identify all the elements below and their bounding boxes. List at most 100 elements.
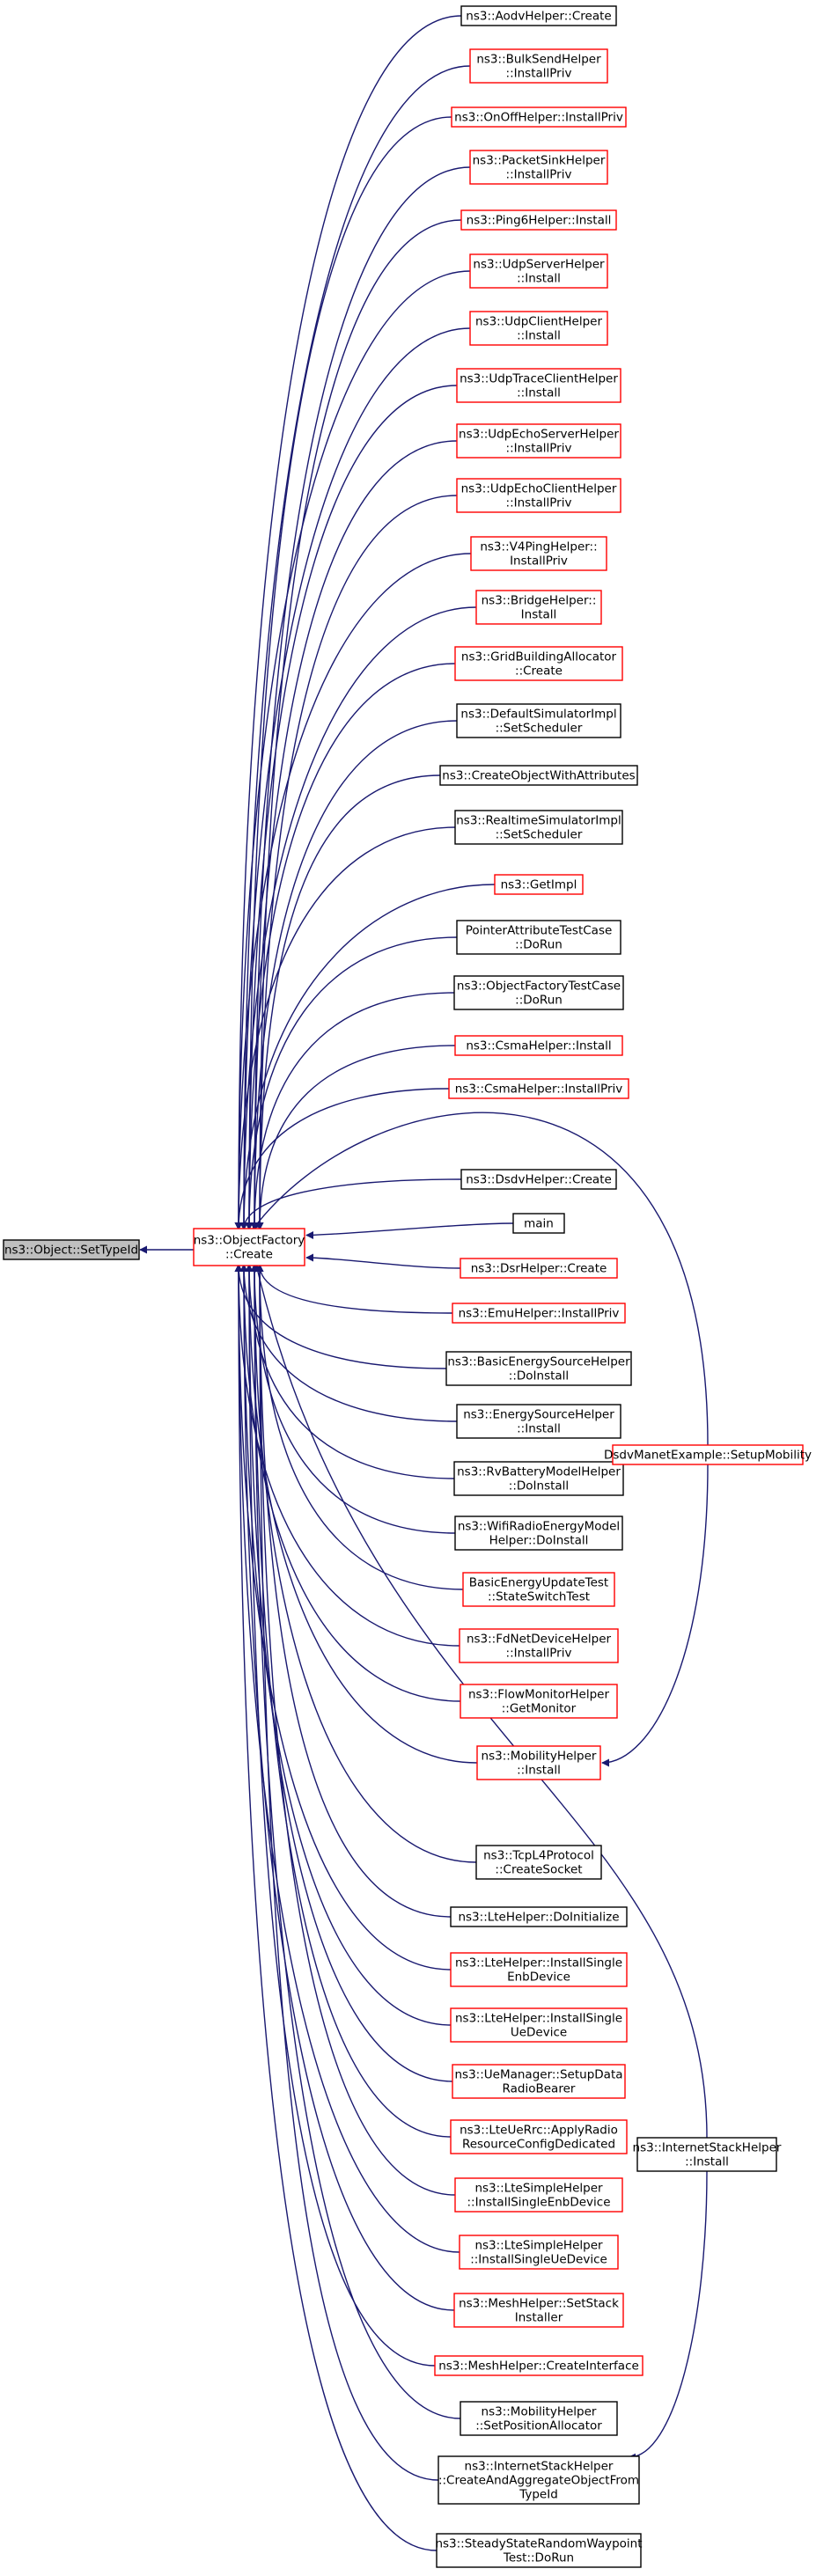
- node-tcpl4protocol-createsocket[interactable]: ns3::TcpL4Protocol::CreateSocket: [475, 1845, 602, 1880]
- node-box: [452, 2064, 626, 2099]
- edge-defaultsimulatorimpl-setscheduler-to-create: [250, 720, 458, 1230]
- node-label: ::DoRun: [515, 938, 563, 952]
- node-box: [456, 1404, 621, 1439]
- node-box: [469, 150, 608, 185]
- edge-bridgehelper-install-to-create: [239, 606, 477, 1230]
- node-box: [450, 2007, 628, 2043]
- node-rvbatterymodelhelper-doinstall[interactable]: ns3::RvBatteryModelHelper::DoInstall: [453, 1461, 624, 1496]
- node-pointerattributetestcase-dorun[interactable]: PointerAttributeTestCase::DoRun: [456, 920, 621, 955]
- node-box: [454, 1035, 623, 1056]
- edge-gridbuildingallocator-create-to-create: [245, 663, 456, 1230]
- node-objectfactorytestcase-dorun[interactable]: ns3::ObjectFactoryTestCase::DoRun: [453, 975, 624, 1010]
- node-wifiradioenergymodelhelper-doinstall[interactable]: ns3::WifiRadioEnergyModelHelper::DoInsta…: [454, 1516, 623, 1551]
- node-label: ::GetMonitor: [502, 1702, 577, 1716]
- node-box: [436, 2533, 642, 2568]
- node-label: ns3::Ping6Helper::Install: [467, 214, 612, 228]
- edge-ltesimplehelper-installsingleuedevice-to-create: [234, 1264, 460, 2253]
- node-label: EnbDevice: [507, 1971, 570, 1985]
- node-aodvhelper-create[interactable]: ns3::AodvHelper::Create: [460, 5, 617, 26]
- node-mobilityhelper-install[interactable]: ns3::MobilityHelper::Install: [476, 1745, 601, 1780]
- node-udptraceclienthelper-install[interactable]: ns3::UdpTraceClientHelper::Install: [456, 368, 621, 403]
- edge-tcpl4protocol-createsocket-to-create: [250, 1264, 477, 1863]
- node-fdnetdevicehelper-installpriv[interactable]: ns3::FdNetDeviceHelper::InstallPriv: [459, 1628, 619, 1663]
- node-ping6helper-install[interactable]: ns3::Ping6Helper::Install: [460, 209, 617, 231]
- edge-packetsinkhelper-installpriv-to-create: [250, 166, 471, 1230]
- node-realtimesimulatorimpl-setscheduler[interactable]: ns3::RealtimeSimulatorImpl::SetScheduler: [454, 810, 623, 845]
- node-csmahelper-installpriv[interactable]: ns3::CsmaHelper::InstallPriv: [448, 1078, 629, 1099]
- node-label: UeDevice: [511, 2026, 567, 2040]
- node-label: ns3::GetImpl: [501, 878, 577, 892]
- node-label: ns3::DsdvHelper::Create: [466, 1173, 612, 1187]
- node-packetsinkhelper-installpriv[interactable]: ns3::PacketSinkHelper::InstallPriv: [469, 150, 608, 185]
- node-ltesimplehelper-installsingleuedevice[interactable]: ns3::LteSimpleHelper::InstallSingleUeDev…: [459, 2235, 619, 2270]
- node-label: PointerAttributeTestCase: [466, 924, 613, 938]
- node-settypeid[interactable]: ns3::Object::SetTypeId: [3, 1239, 140, 1260]
- node-label: ns3::LteUeRrc::ApplyRadio: [460, 2124, 618, 2138]
- node-label: ::InstallPriv: [506, 496, 572, 510]
- node-ltehelper-installsingleenbdevice[interactable]: ns3::LteHelper::InstallSingleEnbDevice: [450, 1952, 628, 1987]
- node-box: [193, 1228, 305, 1266]
- edge-objectfactorytestcase-dorun-to-create: [250, 992, 455, 1230]
- node-dsdvmanetexample-setupmobility[interactable]: DsdvManetExample::SetupMobility: [604, 1444, 812, 1465]
- node-dsdvhelper-create[interactable]: ns3::DsdvHelper::Create: [460, 1169, 617, 1190]
- node-udpclienthelper-install[interactable]: ns3::UdpClientHelper::Install: [469, 311, 608, 346]
- node-defaultsimulatorimpl-setscheduler[interactable]: ns3::DefaultSimulatorImpl::SetScheduler: [456, 703, 621, 738]
- node-basicenergyupdatetest-stateswitchtest[interactable]: BasicEnergyUpdateTest::StateSwitchTest: [462, 1572, 615, 1607]
- node-udpserverhelper-install[interactable]: ns3::UdpServerHelper::Install: [469, 253, 608, 289]
- node-label: Installer: [515, 2311, 563, 2325]
- node-label: ns3::DefaultSimulatorImpl: [460, 708, 616, 722]
- node-onoffhelper-installpriv[interactable]: ns3::OnOffHelper::InstallPriv: [451, 106, 627, 128]
- node-label: TypeId: [518, 2488, 558, 2502]
- node-meshhelper-createinterface[interactable]: ns3::MeshHelper::CreateInterface: [434, 2355, 643, 2376]
- node-internetstackhelper-createandaggregateobjectfromtypeid[interactable]: ns3::InternetStackHelper::CreateAndAggre…: [438, 2455, 640, 2505]
- node-ltehelper-doinitialize[interactable]: ns3::LteHelper::DoInitialize: [450, 1906, 628, 1927]
- node-label: ::StateSwitchTest: [488, 1590, 590, 1604]
- node-label: ns3::FdNetDeviceHelper: [467, 1633, 612, 1647]
- node-steadystaterandomwaypointtest-dorun[interactable]: ns3::SteadyStateRandomWaypointTest::DoRu…: [435, 2533, 643, 2568]
- node-box: [460, 2401, 618, 2436]
- node-label: ns3::BasicEnergySourceHelper: [447, 1355, 630, 1369]
- node-main[interactable]: main: [512, 1213, 565, 1234]
- node-box: [456, 368, 621, 403]
- node-internetstackhelper-install[interactable]: ns3::InternetStackHelper::Install: [633, 2137, 782, 2172]
- node-csmahelper-install[interactable]: ns3::CsmaHelper::Install: [454, 1035, 623, 1056]
- node-bridgehelper-install[interactable]: ns3::BridgeHelper::Install: [475, 590, 602, 625]
- node-dsrhelper-create[interactable]: ns3::DsrHelper::Create: [460, 1258, 618, 1279]
- node-energysourcehelper-install[interactable]: ns3::EnergySourceHelper::Install: [456, 1404, 621, 1439]
- node-gridbuildingallocator-create[interactable]: ns3::GridBuildingAllocator::Create: [454, 646, 623, 681]
- node-label: ::SetScheduler: [496, 828, 583, 842]
- node-label: Helper::DoInstall: [489, 1534, 589, 1548]
- node-ltehelper-installsingleuedevice[interactable]: ns3::LteHelper::InstallSingleUeDevice: [450, 2007, 628, 2043]
- node-mobilityhelper-setpositionallocator[interactable]: ns3::MobilityHelper::SetPositionAllocato…: [460, 2401, 618, 2436]
- edge-dsdvmanetexample-setupmobility-to-create: [252, 1112, 709, 1446]
- call-edges: [139, 15, 709, 2551]
- node-udpechoserverhelper-installpriv[interactable]: ns3::UdpEchoServerHelper::InstallPriv: [456, 423, 621, 459]
- node-lteuerrc-applyradioresourceconfigdedicated[interactable]: ns3::LteUeRrc::ApplyRadioResourceConfigD…: [450, 2119, 628, 2154]
- node-label: ns3::InternetStackHelper: [633, 2141, 782, 2155]
- node-box: [434, 2355, 643, 2376]
- node-bulksendhelper-installpriv[interactable]: ns3::BulkSendHelper::InstallPriv: [469, 48, 608, 84]
- node-label: ns3::MobilityHelper: [482, 2405, 597, 2419]
- edge-udpserverhelper-install-to-create: [234, 270, 471, 1230]
- node-box: [475, 590, 602, 625]
- node-box: [459, 1628, 619, 1663]
- node-basicenergysourcehelper-doinstall[interactable]: ns3::BasicEnergySourceHelper::DoInstall: [445, 1351, 632, 1386]
- node-getimpl[interactable]: ns3::GetImpl: [494, 874, 584, 895]
- node-box: [462, 1572, 615, 1607]
- node-label: ::Create: [225, 1248, 273, 1262]
- edge-internetstackhelper-install-to-createandaggregate: [628, 2170, 708, 2462]
- node-emuhelper-installpriv[interactable]: ns3::EmuHelper::InstallPriv: [452, 1303, 626, 1324]
- node-v4pinghelper-installpriv[interactable]: ns3::V4PingHelper::InstallPriv: [470, 536, 607, 571]
- node-box: [456, 478, 621, 513]
- edge-udpclienthelper-install-to-create: [239, 327, 471, 1230]
- node-label: ns3::LteSimpleHelper: [474, 2239, 603, 2253]
- node-udpechoclienthelper-installpriv[interactable]: ns3::UdpEchoClientHelper::InstallPriv: [456, 478, 621, 513]
- node-box: [445, 1351, 632, 1386]
- node-flowmonitorhelper-getmonitor[interactable]: ns3::FlowMonitorHelper::GetMonitor: [460, 1684, 618, 1719]
- node-createobjectwithattributes[interactable]: ns3::CreateObjectWithAttributes: [439, 765, 638, 786]
- node-ltesimplehelper-installsingleenbdevice[interactable]: ns3::LteSimpleHelper::InstallSingleEnbDe…: [454, 2177, 623, 2213]
- edge-ltesimplehelper-installsingleenbdevice-to-create: [255, 1264, 456, 2196]
- node-objectfactory-create[interactable]: ns3::ObjectFactory::Create: [193, 1228, 305, 1266]
